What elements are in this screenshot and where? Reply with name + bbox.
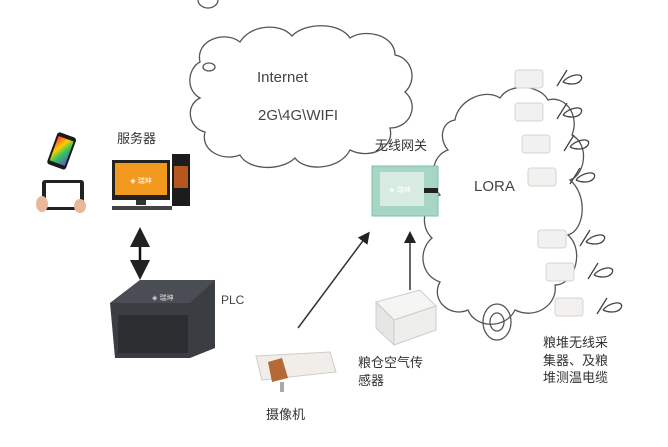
temperature-cable-icon — [569, 167, 596, 185]
air-sensor-label: 粮仓空气传 感器 — [358, 355, 423, 390]
svg-text:◈ 瑞坤: ◈ 瑞坤 — [152, 293, 174, 302]
collector-box-icon — [545, 262, 575, 282]
collector-box-icon — [521, 134, 551, 154]
camera-label: 摄像机 — [266, 408, 306, 423]
internet-cloud — [189, 0, 413, 169]
temperature-cable-icon — [587, 262, 614, 280]
collector-box-icon — [537, 229, 567, 249]
air-sensor-label-line2: 感器 — [358, 373, 385, 389]
tablet-icon — [36, 180, 86, 213]
camera-icon — [255, 351, 337, 392]
collectors-label-line3: 堆测温电缆 — [543, 371, 609, 387]
gateway-label: 无线网关 — [375, 139, 428, 154]
gateway-device-icon: ◈ 瑞坤 — [371, 165, 439, 217]
smartphone-icon — [47, 132, 77, 170]
collectors-label-line2: 集器、及粮 — [543, 353, 609, 369]
temperature-cable-icon — [596, 297, 623, 315]
temperature-cable-icon — [556, 69, 583, 87]
collector-box-icon — [554, 297, 584, 317]
temperature-cable-icon — [556, 102, 583, 120]
collector-array — [514, 69, 623, 317]
plc-label: PLC — [221, 293, 245, 307]
air-sensor-label-line1: 粮仓空气传 — [358, 356, 424, 371]
internet-title: Internet — [257, 69, 308, 86]
temperature-cable-icon — [563, 134, 590, 152]
svg-text:◈ 瑞坤: ◈ 瑞坤 — [389, 185, 411, 194]
lora-title: LORA — [474, 178, 515, 195]
server-label: 服务器 — [117, 132, 157, 147]
internet-subtitle: 2G\4G\WIFI — [258, 107, 339, 124]
collectors-label-line1: 粮堆无线采 — [543, 336, 609, 351]
svg-text:◈ 瑞坤: ◈ 瑞坤 — [130, 176, 152, 185]
collector-box-icon — [514, 69, 544, 89]
server-computer-icon: ◈ 瑞坤 — [112, 154, 190, 210]
collectors-label: 粮堆无线采 集器、及粮 堆测温电缆 — [543, 335, 608, 388]
plc-device-icon: ◈ 瑞坤 — [110, 280, 215, 358]
temperature-cable-icon — [579, 229, 606, 247]
air-sensor-icon — [375, 289, 437, 347]
collector-box-icon — [527, 167, 557, 187]
camera-gateway-arrow — [297, 231, 370, 329]
collector-box-icon — [514, 102, 544, 122]
